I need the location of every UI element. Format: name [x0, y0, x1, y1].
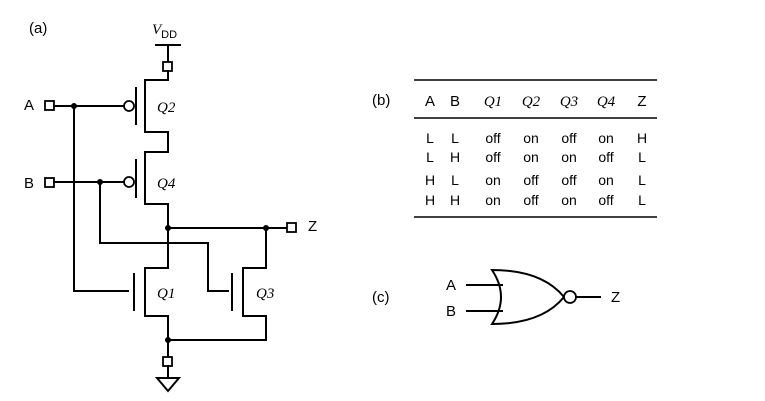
q4-transistor: [123, 151, 169, 205]
table-cell: off: [561, 172, 576, 188]
table-cell: on: [523, 149, 539, 165]
input-a-terminal: [44, 100, 55, 111]
table-header-cell: Z: [637, 93, 646, 110]
table-cell: L: [426, 149, 434, 165]
q1-label: Q1: [157, 286, 175, 302]
table-cell: on: [561, 149, 577, 165]
ground-terminal: [162, 356, 173, 367]
gate-input-a-label: A: [446, 277, 456, 294]
part-a-label: (a): [29, 20, 47, 37]
table-cell: L: [451, 172, 459, 188]
q3-transistor: [231, 267, 267, 317]
nor-gate-bubble: [563, 290, 577, 304]
table-cell: off: [598, 192, 613, 208]
q2-label: Q2: [157, 100, 176, 116]
table-cell: H: [450, 149, 460, 165]
table-cell: L: [426, 130, 434, 146]
table-header-cell: Q2: [522, 94, 541, 110]
vdd-label: VDD: [152, 22, 177, 41]
table-cell: on: [561, 192, 577, 208]
table-header-cell: B: [450, 93, 460, 110]
table-cell: L: [451, 130, 459, 146]
table-cell: off: [485, 130, 500, 146]
table-cell: H: [425, 192, 435, 208]
table-header-cell: Q1: [484, 94, 502, 110]
part-b-label: (b): [372, 92, 390, 109]
ground-symbol: [154, 377, 182, 393]
table-cell: H: [450, 192, 460, 208]
table-cell: L: [638, 192, 646, 208]
table-cell: L: [638, 172, 646, 188]
table-cell: L: [638, 149, 646, 165]
table-cell: on: [485, 172, 501, 188]
table-cell: H: [425, 172, 435, 188]
q3-label: Q3: [256, 286, 274, 302]
table-cell: on: [523, 130, 539, 146]
input-b-label: B: [24, 175, 34, 192]
q4-label: Q4: [157, 176, 176, 192]
q1-transistor: [133, 267, 169, 317]
table-cell: on: [485, 192, 501, 208]
table-cell: off: [561, 130, 576, 146]
table-header-cell: A: [425, 93, 435, 110]
table-cell: off: [485, 149, 500, 165]
nor-gate-body: [490, 268, 566, 326]
input-b-terminal: [44, 177, 55, 188]
vdd-terminal: [162, 61, 173, 72]
gate-input-b-label: B: [446, 303, 456, 320]
output-z-terminal: [286, 222, 297, 233]
output-z-label: Z: [308, 218, 317, 235]
part-c-label: (c): [372, 289, 390, 306]
q2-transistor: [123, 79, 169, 133]
table-cell: on: [598, 172, 614, 188]
table-cell: off: [598, 149, 613, 165]
table-cell: H: [637, 130, 647, 146]
table-cell: off: [523, 192, 538, 208]
input-a-label: A: [24, 97, 34, 114]
table-cell: off: [523, 172, 538, 188]
table-header-cell: Q3: [560, 94, 578, 110]
table-header-cell: Q4: [597, 94, 616, 110]
gate-output-label: Z: [611, 289, 620, 306]
table-cell: on: [598, 130, 614, 146]
